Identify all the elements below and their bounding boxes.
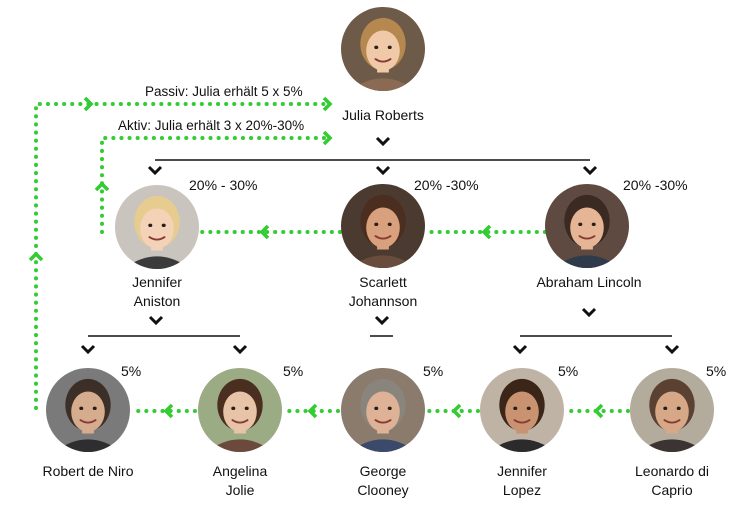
chevron-up-icon xyxy=(28,251,44,262)
chevron-left-icon xyxy=(481,224,492,240)
person-name-line2: Clooney xyxy=(357,482,409,498)
commission-percent: 20% -30% xyxy=(623,177,688,193)
person-name: Abraham Lincoln xyxy=(536,274,642,290)
person-name-line2: Johannson xyxy=(348,293,418,309)
chevron-left-icon xyxy=(451,403,462,419)
avatar xyxy=(115,185,199,269)
chevron-left-icon xyxy=(259,224,270,240)
person-name-line2: Caprio xyxy=(651,482,693,498)
chevron-right-icon xyxy=(322,96,333,112)
chevron-down-icon xyxy=(148,315,164,326)
avatar xyxy=(341,7,425,91)
active-flow-label: Aktiv: Julia erhält 3 x 20%-30% xyxy=(118,118,305,133)
avatar xyxy=(545,184,629,268)
chevron-up-icon xyxy=(94,181,110,192)
chevron-down-icon xyxy=(232,344,248,355)
commission-percent: 20% - 30% xyxy=(189,177,258,193)
avatar xyxy=(630,368,714,452)
person-name: George xyxy=(359,463,407,479)
chevron-down-icon xyxy=(512,344,528,355)
person-name: Scarlett xyxy=(359,274,407,290)
chevron-left-icon xyxy=(593,403,604,419)
chevron-right-icon xyxy=(83,96,94,112)
chevron-down-icon xyxy=(147,165,163,176)
chevron-right-icon xyxy=(322,130,333,146)
person-name: Angelina xyxy=(212,463,268,479)
person-name-line2: Aniston xyxy=(133,293,181,309)
person-name-line2: Lopez xyxy=(502,482,542,498)
chevron-down-icon xyxy=(581,307,597,318)
chevron-left-icon xyxy=(307,403,318,419)
avatar xyxy=(341,368,425,452)
chevron-down-icon xyxy=(664,344,680,355)
avatar xyxy=(341,184,425,268)
commission-percent: 20% -30% xyxy=(414,177,479,193)
chevron-down-icon xyxy=(375,165,391,176)
active-flow-line xyxy=(100,136,332,234)
person-name: Jennifer xyxy=(497,463,547,479)
commission-percent: 5% xyxy=(423,363,444,379)
commission-percent: 5% xyxy=(121,363,142,379)
person-name: Jennifer xyxy=(132,274,182,290)
person-name: Leonardo di xyxy=(635,463,709,479)
chevron-down-icon xyxy=(375,136,391,147)
chevron-down-icon xyxy=(374,315,390,326)
commission-percent: 5% xyxy=(706,363,727,379)
avatar xyxy=(198,368,282,452)
chevron-down-icon xyxy=(582,165,598,176)
avatar xyxy=(46,368,130,452)
person-name: Julia Roberts xyxy=(342,107,424,123)
person-name-line2: Jolie xyxy=(225,482,255,498)
chevron-left-icon xyxy=(163,403,174,419)
person-name: Robert de Niro xyxy=(42,463,134,479)
commission-percent: 5% xyxy=(283,363,304,379)
passive-flow-label: Passiv: Julia erhält 5 x 5% xyxy=(145,84,303,99)
commission-percent: 5% xyxy=(558,363,579,379)
avatar xyxy=(480,368,564,452)
chevron-down-icon xyxy=(80,344,96,355)
